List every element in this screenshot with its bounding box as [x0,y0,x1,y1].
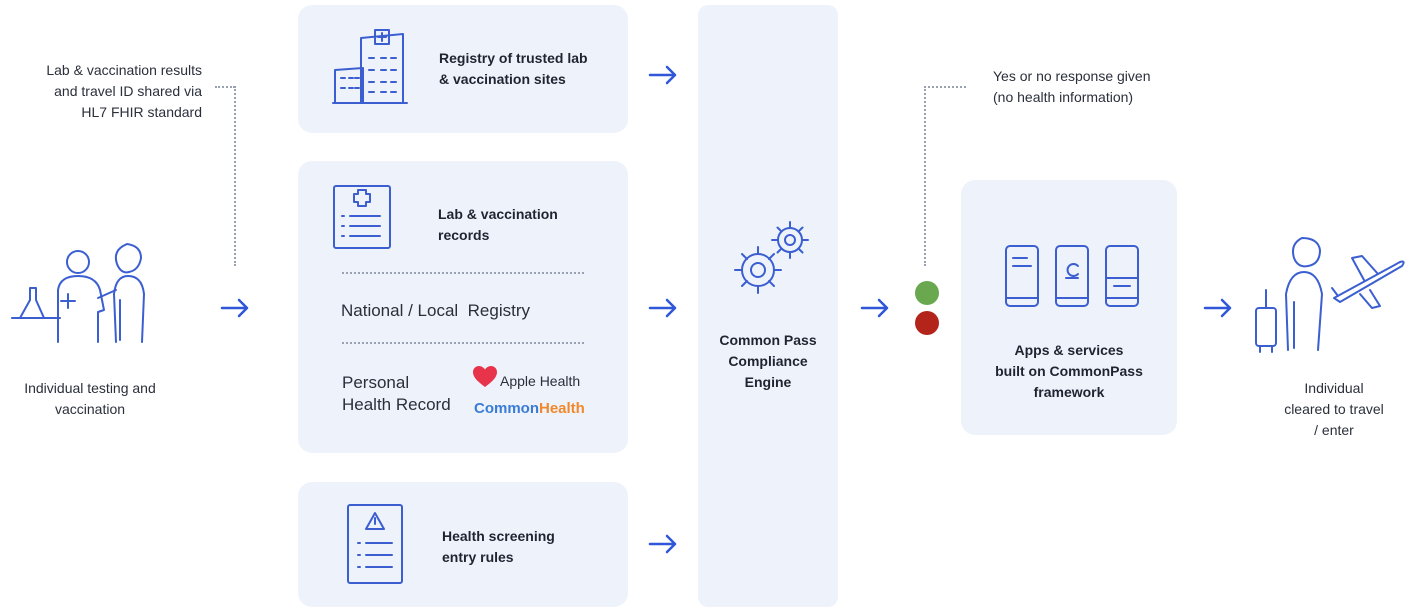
lab-records-label: Lab & vaccination records [438,204,558,246]
left-caption-line-2: vaccination [54,401,126,417]
share-note-line-1: Lab & vaccination results [46,62,202,78]
arrow-screening-to-engine [648,534,677,554]
arrow-engine-to-response [860,298,889,318]
common-health-label: CommonHealth [474,400,585,417]
registry-trusted-label: Registry of trusted lab & vaccination si… [439,48,588,90]
gears-icon [734,221,809,294]
screening-line-1: Health screening [442,528,555,544]
response-connector-h [924,86,966,88]
yes-indicator [915,281,939,305]
hospital-icon [332,29,408,104]
national-registry-label: National / Local Registry [341,301,530,320]
heart-icon [473,366,497,387]
phones-icon [1005,245,1139,307]
engine-line-1: Common Pass [719,332,817,348]
phr-line-1: Personal [342,373,410,392]
panel-apps [961,180,1177,435]
arrow-records-to-engine [648,298,677,318]
person-lab-icon [11,243,145,343]
right-caption-line-2: cleared to travel [1284,401,1384,417]
registry-trusted-line-1: Registry of trusted lab [439,50,588,66]
common-health-common: Common [474,400,539,417]
screening-line-2: entry rules [442,549,514,565]
engine-line-2: Compliance [728,353,808,369]
share-note: Lab & vaccination results and travel ID … [20,60,202,123]
divider-2 [342,342,584,344]
panel-health-records [298,161,628,453]
right-caption-line-1: Individual [1304,380,1364,396]
response-note: Yes or no response given (no health info… [993,66,1150,108]
apple-health-label: Apple Health [500,373,581,389]
lab-records-line-2: records [438,227,490,243]
response-connector-v [924,86,926,266]
screening-label: Health screening entry rules [442,526,555,568]
panel-engine [698,5,838,607]
share-note-connector-h [215,86,235,88]
divider-1 [342,272,584,274]
no-indicator [915,311,939,335]
arrow-registry-to-engine [648,65,677,85]
phr-line-2: Health Record [342,395,451,414]
medical-record-icon [333,185,391,249]
share-note-line-2: and travel ID shared via [54,83,202,99]
share-note-connector-v [234,86,236,266]
response-note-line-2: (no health information) [993,89,1134,105]
traveler-plane-icon [1255,237,1405,353]
response-note-line-1: Yes or no response given [993,68,1151,84]
right-caption-line-3: / enter [1314,422,1354,438]
warning-document-icon [347,504,403,584]
left-caption: Individual testing and vaccination [5,378,175,420]
apps-line-3: framework [1033,384,1105,400]
right-caption: Individual cleared to travel / enter [1259,378,1409,441]
apps-line-2: built on CommonPass [995,363,1143,379]
panel-screening [298,482,628,607]
engine-line-3: Engine [744,374,792,390]
arrow-apps-to-traveler [1203,298,1232,318]
lab-records-line-1: Lab & vaccination [438,206,558,222]
arrow-to-sources [220,298,249,318]
share-note-line-3: HL7 FHIR standard [81,104,202,120]
left-caption-line-1: Individual testing and [24,380,156,396]
phr-label: Personal Health Record [342,372,451,416]
apps-label: Apps & services built on CommonPass fram… [961,340,1177,403]
engine-label: Common Pass Compliance Engine [698,330,838,393]
apps-line-1: Apps & services [1014,342,1124,358]
common-health-health: Health [539,400,585,417]
registry-trusted-line-2: & vaccination sites [439,71,566,87]
